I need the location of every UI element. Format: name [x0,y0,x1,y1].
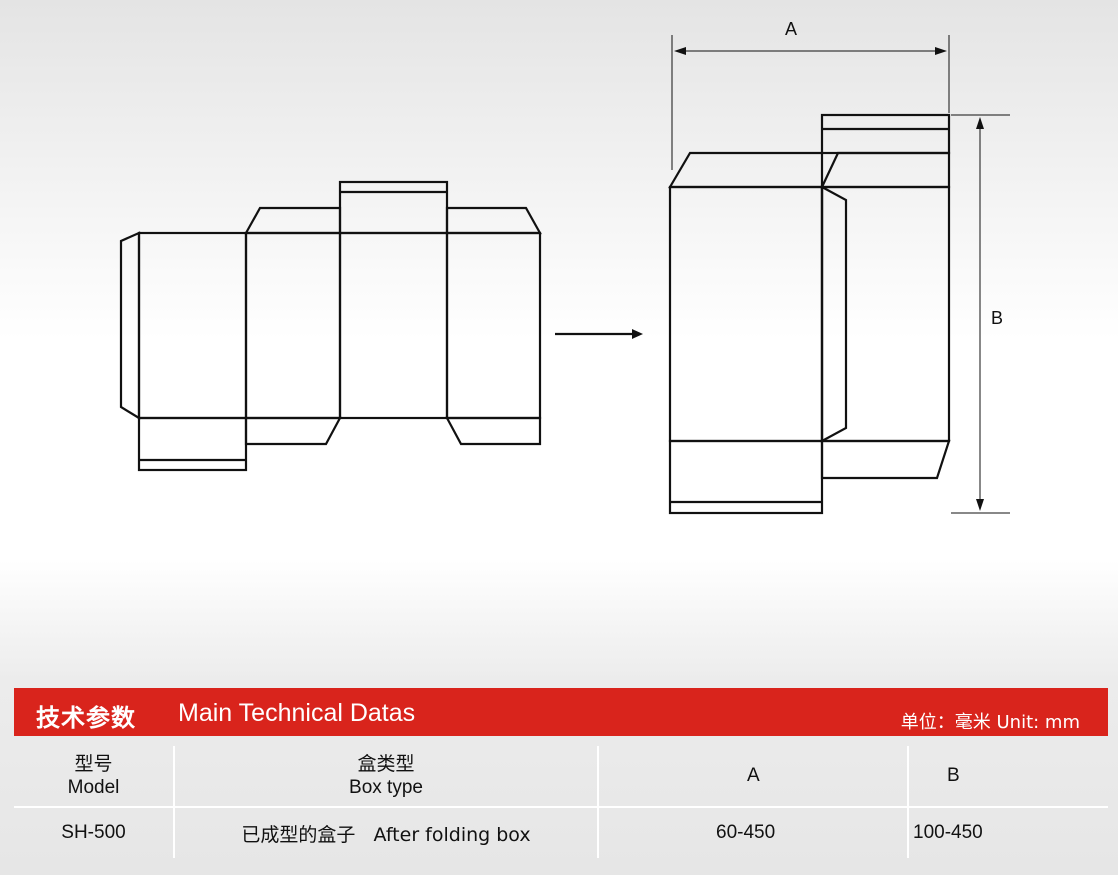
header-title-en: Main Technical Datas [178,699,416,727]
panel-2 [244,231,342,420]
dimension-a [671,35,950,170]
folded-box [668,113,951,515]
panel-2-top-flap [244,206,342,235]
side-glue-flap [820,185,848,443]
dimension-a-label: A [785,19,797,39]
panel-4 [445,231,542,420]
cell-box-type: 已成型的盒子 After folding box [174,806,599,858]
panel-4-top-flap [445,206,542,235]
technical-data-header: 技术参数 Main Technical Datas 单位：毫米 Unit: mm [14,688,1108,736]
col-header-box-type: 盒类型 Box type [174,746,599,807]
arrow-icon [555,329,643,339]
top-front-flap [668,151,824,189]
header-title-cn: 技术参数 [36,704,136,732]
panel-3-top-tuck [338,180,449,235]
cell-a: 60-450 [598,806,909,858]
flat-box-blank [119,180,542,472]
spec-table: 型号 Model 盒类型 Box type A B SH-500 已成型的盒子 … [14,746,1108,858]
panel-4-bottom-flap [445,416,542,446]
dimension-b [951,114,1010,514]
front-face [668,185,824,443]
panel-1-bottom-flap [137,416,248,472]
table-row: SH-500 已成型的盒子 After folding box 60-450 1… [14,806,1108,858]
glue-flap [119,231,141,420]
side-bottom-flap [820,439,951,480]
side-top-flap [820,151,951,189]
dimension-b-label: B [991,308,1003,328]
panel-1 [137,231,248,420]
box-diagram: A B [119,19,1010,515]
col-header-b: B [947,765,960,786]
table-header-row: 型号 Model 盒类型 Box type A B [14,746,1108,807]
cell-model: SH-500 [14,806,175,858]
side-face [820,185,951,443]
unit-label: 单位：毫米 Unit: mm [900,712,1080,733]
cell-b: 100-450 [908,806,1108,858]
col-header-a: A [598,746,909,807]
top-tuck [820,113,951,155]
technical-data-panel: 技术参数 Main Technical Datas 单位：毫米 Unit: mm… [14,688,1108,858]
panel-2-bottom-flap [244,416,342,446]
panel-3 [338,231,449,420]
col-header-model: 型号 Model [14,746,175,807]
